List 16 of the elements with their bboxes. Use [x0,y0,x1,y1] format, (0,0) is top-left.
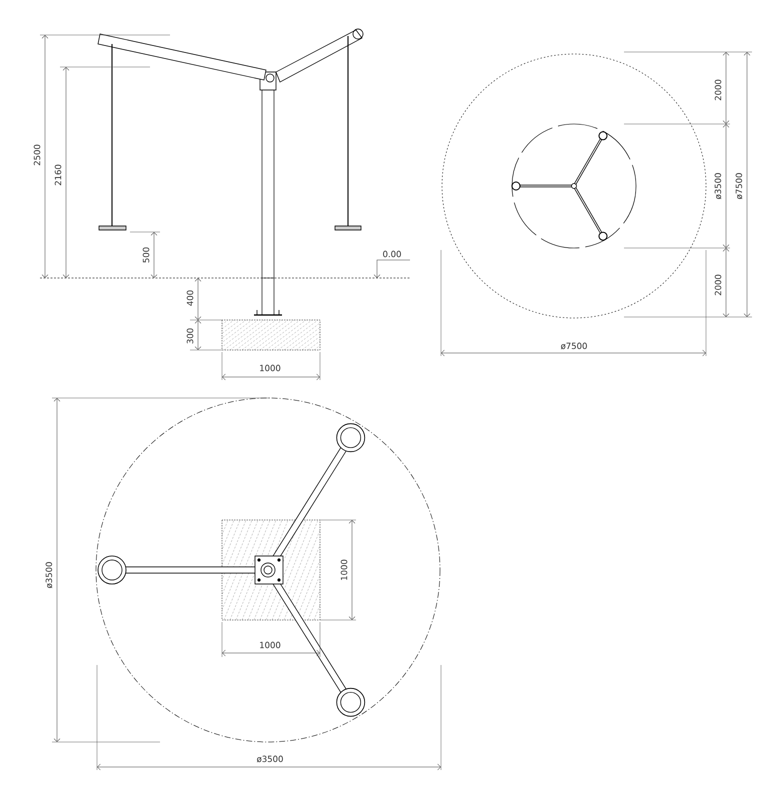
dimension-label: 300 [186,328,194,344]
dimension-label: 2000 [714,80,722,100]
dimension-label: 2160 [54,164,62,186]
dimension-label: 400 [186,290,194,306]
dimension-label: 500 [142,247,150,262]
dimension-label: 1000 [260,642,280,648]
dimension-label: ø7500 [736,173,742,200]
dimension-label: 0.00 [383,250,401,258]
dimension-label: ø3500 [256,756,283,762]
dimension-label: ø3500 [46,562,52,588]
dimension-label: 2500 [34,144,40,166]
dimension-label: 2000 [714,274,722,296]
dimension-label: ø7500 [560,342,587,350]
dimension-label: 1000 [340,560,348,580]
dimension-label: 1000 [260,364,280,372]
dimension-label: ø3500 [714,173,722,200]
